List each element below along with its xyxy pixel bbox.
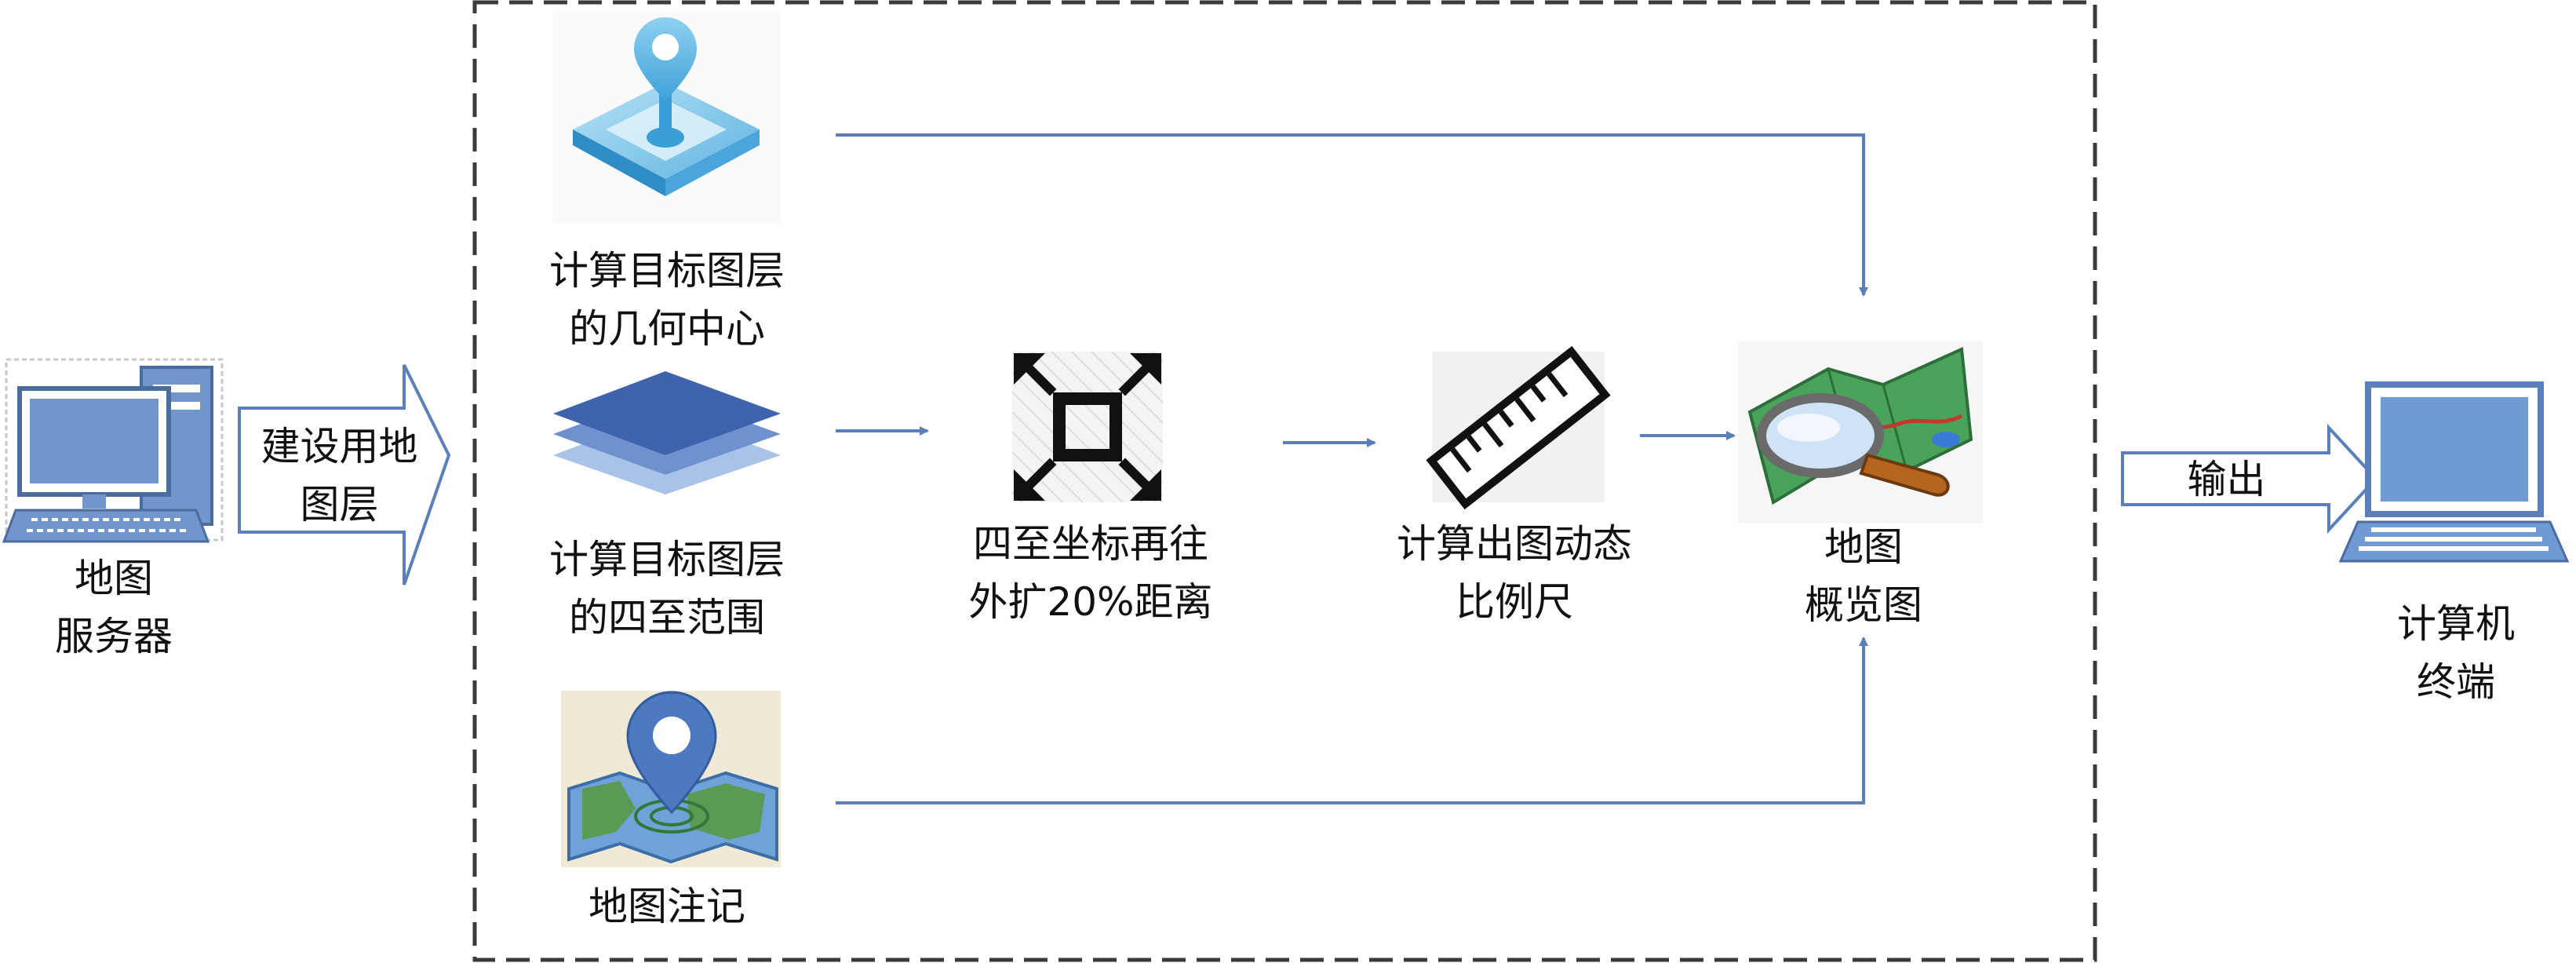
annotation-label: 地图注记 xyxy=(502,877,832,936)
extent-label: 计算目标图层 的四至范围 xyxy=(502,531,832,647)
output-arrow xyxy=(2121,423,2378,534)
overview-map-icon xyxy=(1738,341,1983,523)
server-label-line1: 地图 xyxy=(75,556,153,601)
expand-extent-icon xyxy=(1012,352,1163,502)
annotation-line1: 地图注记 xyxy=(588,884,745,929)
extent-line2: 的四至范围 xyxy=(569,595,765,640)
expand-line1: 四至坐标再往 xyxy=(973,521,1208,567)
extent-line1: 计算目标图层 xyxy=(549,537,785,582)
process-frame xyxy=(472,0,2097,962)
arrow-top-to-overview xyxy=(836,133,1868,297)
expand-label: 四至坐标再往 外扩20%距离 xyxy=(926,515,1255,631)
terminal-line1: 计算机 xyxy=(2397,601,2515,647)
server-label-line2: 服务器 xyxy=(55,614,173,659)
expand-line2: 外扩20%距离 xyxy=(968,579,1213,625)
overview-line1: 地图 xyxy=(1824,524,1903,570)
overview-line2: 概览图 xyxy=(1805,582,1922,628)
scale-line2: 比例尺 xyxy=(1456,579,1573,625)
arrow-annotation-to-overview xyxy=(836,637,1868,804)
server-label: 地图 服务器 xyxy=(0,549,228,666)
geometry-center-icon xyxy=(553,12,781,224)
geometry-center-label: 计算目标图层 的几何中心 xyxy=(502,242,832,358)
build-land-arrow xyxy=(238,364,451,585)
overview-label: 地图 概览图 xyxy=(1746,518,1981,634)
geometry-center-line2: 的几何中心 xyxy=(569,306,765,352)
build-arrow-line1: 建设用地 xyxy=(261,424,418,469)
scale-label: 计算出图动态 比例尺 xyxy=(1350,515,1679,631)
terminal-line2: 终端 xyxy=(2417,659,2495,705)
terminal-label: 计算机 终端 xyxy=(2354,595,2558,711)
scale-line1: 计算出图动态 xyxy=(1397,521,1632,567)
geometry-center-line1: 计算目标图层 xyxy=(549,248,785,294)
build-arrow-line2: 图层 xyxy=(300,482,379,527)
scale-ruler-icon xyxy=(1426,345,1611,510)
output-arrow-label: 输出 xyxy=(2122,450,2330,509)
server-computer-icon xyxy=(2,358,224,543)
build-arrow-label: 建设用地 图层 xyxy=(243,418,435,534)
terminal-laptop-icon xyxy=(2338,381,2570,563)
output-arrow-text: 输出 xyxy=(2187,457,2266,502)
map-annotation-icon xyxy=(561,691,781,867)
connector-arrows xyxy=(836,133,1868,804)
layers-icon xyxy=(553,371,781,494)
